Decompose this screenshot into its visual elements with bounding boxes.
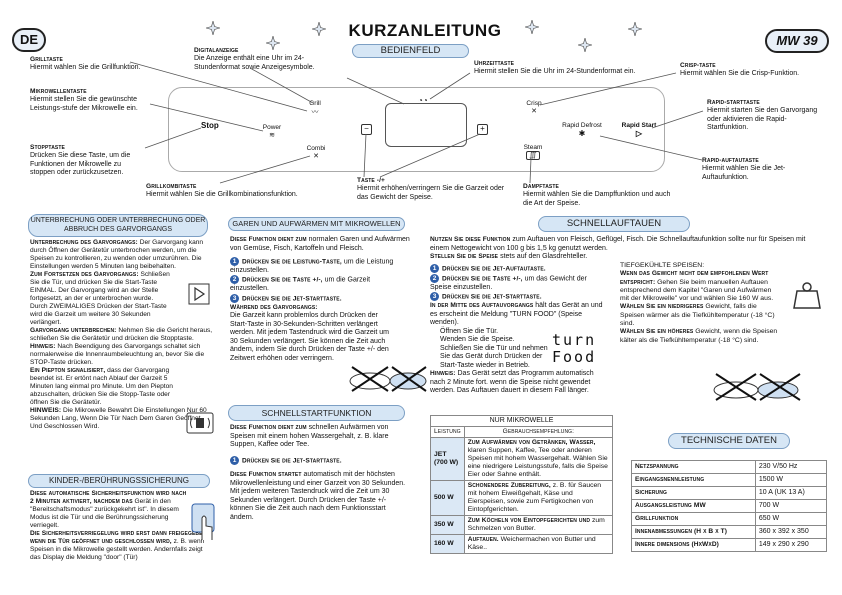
callout-digitalanzeige: Digitalanzeige Die Anzeige enthält eine … <box>194 47 315 71</box>
step-1-badge: 1 <box>430 264 439 273</box>
section-heading-schnellauftauen: SCHNELLAUFTAUEN <box>538 216 690 232</box>
callout-stop: Stopptaste Drücken Sie diese Taste, um d… <box>30 144 131 177</box>
nur-mikrowelle-table: NUR MIKROWELLE Leistung Gebrauchsempfehl… <box>430 415 614 554</box>
col1-body: Unterbrechung des Garvorgangs: Der Garvo… <box>30 239 213 430</box>
crisp-button[interactable]: Crisp✕ <box>522 100 546 115</box>
crossed-dish-icon <box>349 366 427 392</box>
combi-button[interactable]: Combi✕ <box>304 145 328 160</box>
table-row: 350 W Zum Köcheln von Eintopfgerichten u… <box>430 515 614 535</box>
section-heading-bedienfeld: BEDIENFELD <box>352 44 469 58</box>
stop-button[interactable]: Stop <box>201 121 219 130</box>
star-icon <box>525 20 539 34</box>
start-icon <box>188 283 210 305</box>
callout-mikrowelle: Mikrowellentaste Hiermit stellen Sie die… <box>30 88 138 112</box>
step-2-badge: 2 <box>230 275 239 285</box>
crossed-dish-icon <box>713 373 801 401</box>
power-button[interactable]: Power≋ <box>260 124 284 139</box>
callout-uhrzeit: Uhrzeittaste Hiermit stellen Sie die Uhr… <box>474 60 636 76</box>
table-row: 160 W Auftauen. Weichermachen von Butter… <box>430 534 614 554</box>
star-icon <box>266 36 280 50</box>
touch-hand-icon <box>191 503 215 540</box>
table-row: Innere dimensions (HxWxD)149 x 290 x 290 <box>631 538 828 552</box>
turn-food-display: turn Food <box>552 331 597 366</box>
section-heading-garen: GAREN UND AUFWÄRMEN MIT MIKROWELLEN <box>228 217 405 231</box>
section-heading-schnellstart: SCHNELLSTARTFUNKTION <box>228 405 405 421</box>
col2-schnellstart-body: Diese Funktion dient zum schnellen Aufwä… <box>230 424 406 521</box>
callout-plusminus: Taste -/+ Hiermit erhöhen/verringern Sie… <box>357 177 505 201</box>
step-3-badge: 3 <box>430 292 439 302</box>
page-title: KURZANLEITUNG <box>348 21 502 40</box>
callout-rapidstart: Rapid-starttaste Hiermit starten Sie den… <box>707 99 818 132</box>
steam-button[interactable]: Steam∭ <box>523 144 543 160</box>
snowflake-icon: ✱ <box>578 129 586 138</box>
rapid-start-button[interactable]: Rapid Start▷ <box>619 122 659 138</box>
power-icon: ≋ <box>269 132 275 139</box>
grill-icon: 〰 <box>311 109 319 116</box>
grill-button[interactable]: Grill〰 <box>304 100 326 117</box>
crisp-icon: ✕ <box>531 108 537 115</box>
control-panel <box>168 87 665 172</box>
model-badge: MW 39 <box>765 29 829 53</box>
callout-rapidauftau: Rapid-auftautaste Hiermit wählen Sie die… <box>702 157 786 181</box>
display-window <box>385 103 467 147</box>
table-row: 500 W Schonendere Zubereitung, z. B. für… <box>430 480 614 516</box>
rapid-defrost-button[interactable]: Rapid Defrost✱ <box>558 122 606 138</box>
step-1-badge: 1 <box>230 257 239 266</box>
plus-button[interactable]: + <box>477 124 488 135</box>
table-row: JET (700 W) Zum Aufwärmen von Getränken,… <box>430 437 614 481</box>
col3-frozen: TIEFGEKÜHLTE SPEISEN: Wenn das Gewicht n… <box>620 262 778 344</box>
col1-kinder-body: Diese automatische Sicherheitsfunktion w… <box>30 490 209 561</box>
combi-icon: ✕ <box>313 153 319 160</box>
lang-badge: DE <box>12 28 46 52</box>
star-icon <box>206 21 220 35</box>
star-icon <box>628 22 642 36</box>
start-icon: ▷ <box>635 129 643 138</box>
step-1-badge: 1 <box>230 455 239 465</box>
callout-dampf: Dampftaste Hiermit wählen Sie die Dampff… <box>523 183 671 207</box>
col2-body: Diese Funktion dient zum normalen Garen … <box>230 236 410 362</box>
section-heading-kindersicherung: KINDER-/BERÜHRUNGSSICHERUNG <box>28 474 210 488</box>
callout-grill: Grilltaste Hiermit wählen Sie die Grillf… <box>30 56 141 72</box>
section-heading-technische-daten: TECHNISCHE DATEN <box>668 433 790 449</box>
leader-lines <box>129 61 704 184</box>
step-2-badge: 2 <box>430 273 439 283</box>
weight-icon <box>793 282 821 309</box>
sound-icon <box>186 412 214 434</box>
table-row: Innenabmessungen (H x B x T)360 x 392 x … <box>631 525 828 539</box>
callout-grillkombi: Grillkombitaste Hiermit wählen Sie die G… <box>146 183 298 199</box>
star-icon <box>578 38 592 52</box>
steam-icon: ∭ <box>526 151 540 160</box>
col3-intro: Nutzen Sie diese Funktion zum Auftauen v… <box>430 236 806 260</box>
step-3-badge: 3 <box>230 293 239 303</box>
section-heading-unterbrechung: UNTERBRECHUNG ODER UNTERBRECHUNG ODER AB… <box>28 214 208 237</box>
minus-button[interactable]: − <box>361 124 372 135</box>
star-icon <box>312 22 326 36</box>
clock-icon: ◔◔ <box>418 96 428 105</box>
callout-crisp: Crisp-taste Hiermit wählen Sie die Crisp… <box>680 62 800 78</box>
